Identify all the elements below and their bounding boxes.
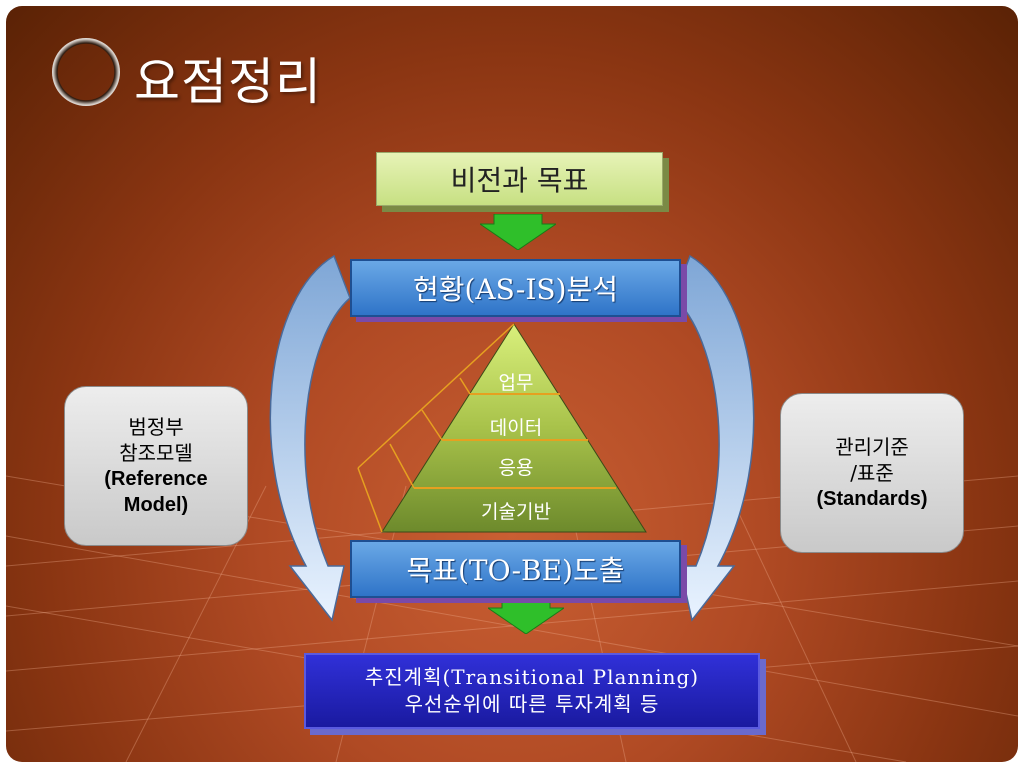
vision-box: 비전과 목표	[376, 152, 663, 206]
slide: 요점정리 비전과 목표 현황(AS-IS)분석 목표(TO-BE)도출	[6, 6, 1018, 762]
pyramid-level-business: 업무	[498, 372, 534, 394]
plan-line2: 우선순위에 따른 투자계획 등	[404, 692, 660, 716]
tobe-box: 목표(TO-BE)도출	[350, 540, 681, 598]
down-arrow-icon	[480, 214, 556, 250]
asis-box: 현황(AS-IS)분석	[350, 259, 681, 317]
plan-line1: 추진계획(Transitional Planning)	[364, 665, 700, 689]
left-curved-arrow-icon	[269, 254, 351, 622]
standards-line3: (Standards)	[816, 488, 928, 510]
architecture-pyramid	[357, 323, 647, 533]
pyramid-level-data: 데이터	[489, 417, 543, 439]
page-title: 요점정리	[134, 53, 322, 111]
standards-box: 관리기준 /표준 (Standards)	[780, 393, 964, 553]
reference-model-line3: (Reference	[104, 468, 208, 490]
right-curved-arrow-icon	[673, 254, 755, 622]
reference-model-box: 범정부 참조모델 (Reference Model)	[64, 386, 248, 546]
cycle-arrows	[269, 254, 755, 622]
standards-line2: /표준	[850, 461, 894, 485]
reference-model-line1: 범정부	[128, 415, 184, 439]
plan-box: 추진계획(Transitional Planning) 우선순위에 따른 투자계…	[304, 653, 760, 729]
pyramid-level-application: 응용	[498, 457, 534, 479]
reference-model-line2: 참조모델	[119, 441, 193, 465]
standards-line1: 관리기준	[835, 435, 909, 459]
pyramid-level-infrastructure: 기술기반	[481, 501, 551, 523]
title-ring-icon	[52, 38, 120, 106]
down-arrow-icon	[488, 598, 564, 634]
reference-model-line4: Model)	[123, 494, 189, 516]
